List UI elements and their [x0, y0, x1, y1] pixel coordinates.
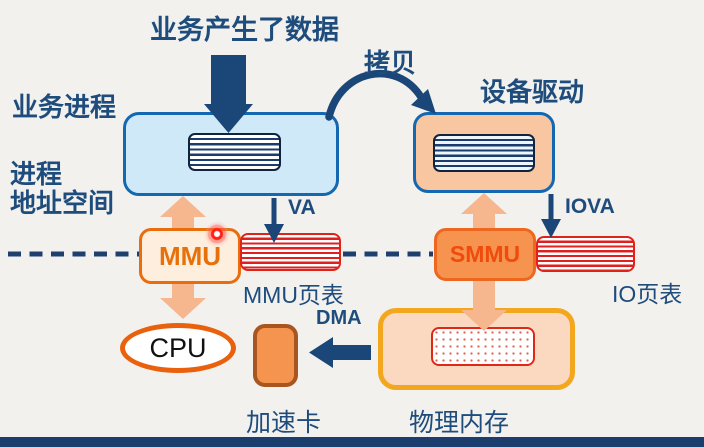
address-space-line1: 进程	[10, 159, 63, 189]
dma-label: DMA	[316, 307, 362, 329]
laser-pointer-dot	[204, 221, 230, 247]
bottom-video-bar	[0, 437, 704, 447]
iova-label: IOVA	[565, 195, 615, 218]
address-space-line2: 地址空间	[10, 188, 115, 219]
cpu-node: CPU	[120, 323, 236, 373]
accelerator-card-box	[253, 324, 298, 387]
diagram-title: 业务产生了数据	[150, 15, 339, 45]
cpu-label: CPU	[149, 332, 207, 363]
physical-memory-label: 物理内存	[409, 409, 510, 437]
process-address-space-label: 进程 地址空间	[10, 159, 130, 219]
io-page-table-label: IO页表	[612, 281, 683, 307]
physical-memory-region	[431, 327, 535, 366]
mmu-page-table-label: MMU页表	[243, 282, 344, 308]
device-driver-label: 设备驱动	[480, 77, 585, 107]
io-page-table-box	[536, 236, 635, 272]
driver-data-buffer	[433, 134, 535, 172]
copy-label: 拷贝	[364, 48, 417, 78]
business-process-label: 业务进程	[12, 92, 117, 122]
accelerator-card-label: 加速卡	[246, 409, 322, 437]
process-data-buffer	[188, 133, 281, 171]
mmu-page-table-box	[240, 233, 341, 271]
va-label: VA	[288, 196, 316, 219]
